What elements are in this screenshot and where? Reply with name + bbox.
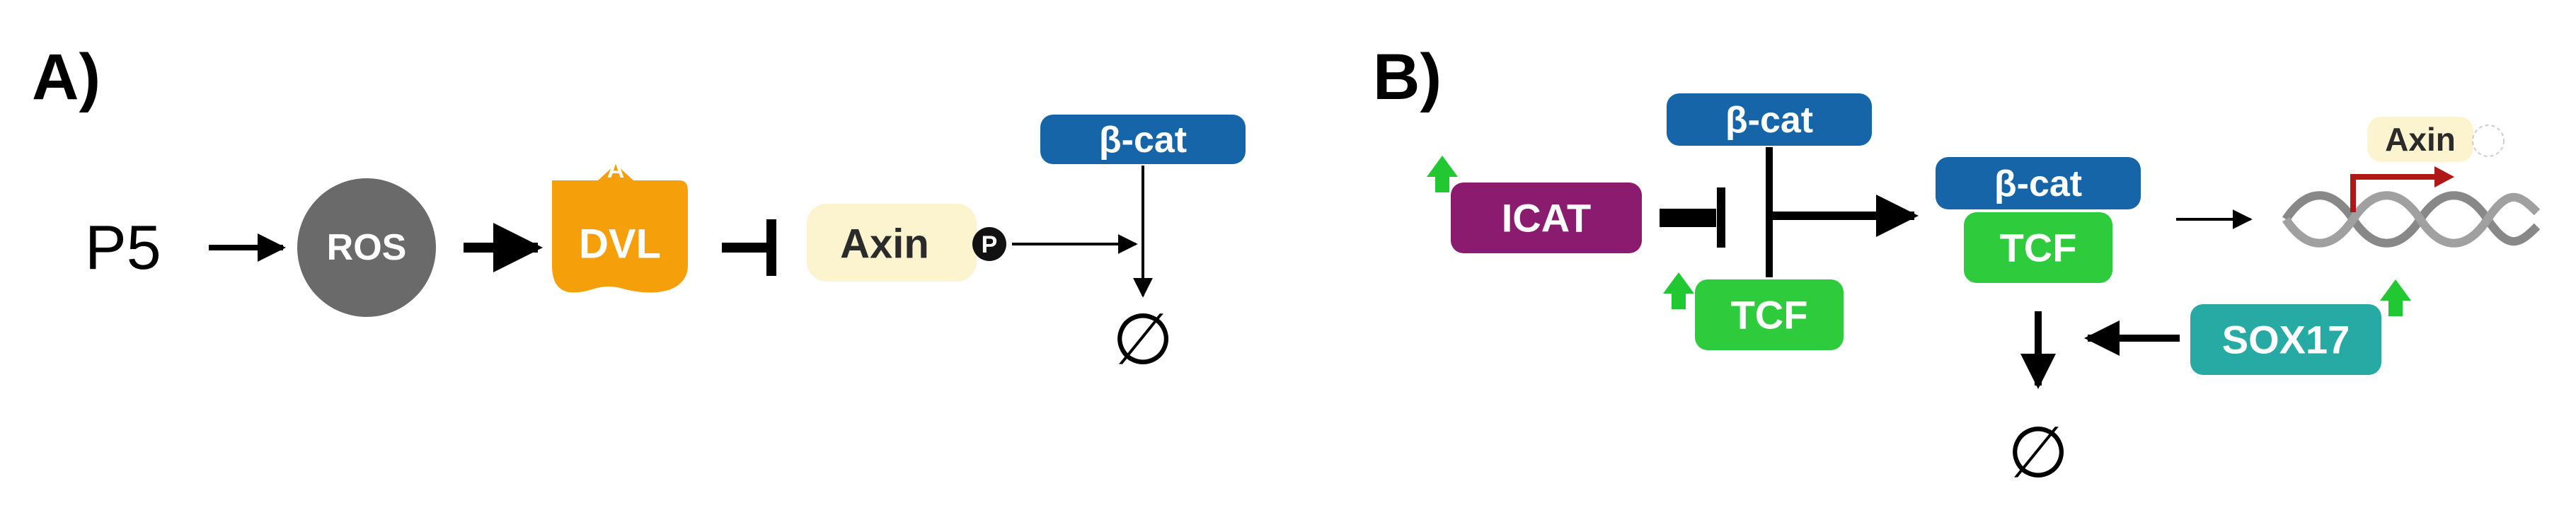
- panel-a: A) P5 ROS A DVL Axin P: [32, 41, 1246, 379]
- bcat-shape-free: [1667, 93, 1872, 146]
- bcat-label-a: β-cat: [1099, 120, 1187, 161]
- sox17-label: SOX17: [2222, 318, 2350, 362]
- bcat-label-complex: β-cat: [1994, 163, 2082, 204]
- dna-helix-icon: [2282, 191, 2541, 248]
- degradation-symbol-a: ∅: [1112, 300, 1173, 379]
- bcat-node-complex: β-cat: [1936, 157, 2141, 209]
- axin-shape: [807, 204, 977, 282]
- dvl-node: A DVL: [552, 156, 688, 293]
- ros-label: ROS: [327, 227, 407, 268]
- bcat-shape-complex: [1936, 157, 2141, 209]
- axin-gene-phospho-site: [2472, 125, 2505, 157]
- icat-label: ICAT: [1502, 196, 1592, 241]
- phospho-label: P: [982, 231, 998, 258]
- panel-a-label: A): [32, 41, 100, 113]
- panel-b: B) ICAT β-cat TCF: [1373, 41, 2541, 492]
- promoter-line: [2350, 174, 2434, 212]
- tcf-node-complex: TCF: [1964, 212, 2112, 283]
- inhibition-icat: [1660, 187, 1725, 248]
- icat-shape: [1451, 183, 1642, 253]
- panel-b-label: B): [1373, 41, 1442, 113]
- bcat-shape-a: [1040, 115, 1246, 164]
- dvl-label: DVL: [579, 221, 661, 267]
- axin-gene-label: Axin: [2385, 121, 2456, 158]
- icat-node: ICAT: [1451, 183, 1642, 253]
- bcat-node-a: β-cat: [1040, 115, 1246, 164]
- p5-label: P5: [85, 212, 161, 282]
- up-arrow-tcf: [1663, 272, 1694, 309]
- tcf-label-free: TCF: [1731, 293, 1808, 337]
- up-arrow-icat: [1427, 156, 1458, 192]
- tcf-shape-free: [1695, 279, 1844, 350]
- dna-strand-2: [2282, 191, 2541, 248]
- axin-label: Axin: [840, 221, 929, 267]
- bcat-label-free: β-cat: [1725, 100, 1813, 141]
- tcf-node-free: TCF: [1695, 279, 1844, 350]
- axin-gene-shape: [2367, 117, 2473, 162]
- dvl-shape: [552, 164, 688, 293]
- bcat-node-free: β-cat: [1667, 93, 1872, 146]
- axin-gene-node: Axin: [2367, 117, 2505, 162]
- inhibition-dvl-axin: [722, 219, 776, 276]
- sox17-shape: [2190, 304, 2381, 375]
- tcf-shape-complex: [1964, 212, 2112, 283]
- promoter-arrow-icon: [2350, 166, 2454, 212]
- up-arrow-sox17: [2380, 279, 2411, 316]
- dvl-mark: A: [607, 156, 625, 183]
- axin-node: Axin P: [807, 204, 1006, 282]
- tcf-label-complex: TCF: [2000, 226, 2077, 270]
- ros-circle: [297, 178, 436, 317]
- degradation-symbol-b: ∅: [2007, 413, 2069, 492]
- ros-node: ROS: [297, 178, 436, 317]
- phospho-circle: [972, 227, 1006, 261]
- promoter-head: [2434, 166, 2454, 187]
- sox17-node: SOX17: [2190, 304, 2381, 375]
